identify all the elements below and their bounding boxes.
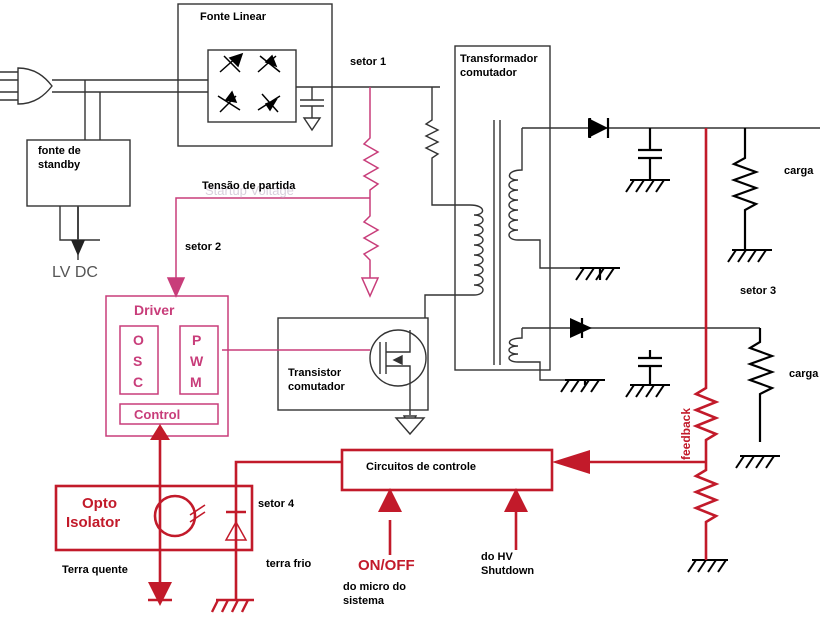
hv-label-2: Shutdown bbox=[481, 565, 534, 577]
control-wiring bbox=[54, 128, 720, 602]
startup-voltage-label: Tensão de partida bbox=[202, 180, 296, 192]
cold-ground bbox=[210, 599, 250, 613]
setor-1-label: setor 1 bbox=[350, 56, 386, 68]
control-arrows bbox=[148, 424, 590, 606]
transistor-label-2: comutador bbox=[288, 381, 346, 393]
control-label: Control bbox=[134, 407, 180, 422]
pwm-m: M bbox=[190, 374, 202, 390]
opto-label-2: Isolator bbox=[66, 514, 120, 531]
grounds bbox=[560, 179, 780, 573]
driver-label: Driver bbox=[134, 302, 175, 318]
pwm-p: P bbox=[192, 332, 201, 348]
transformer-label-1: Transformador bbox=[460, 53, 538, 65]
ghost-startup-text: Startup Voltage bbox=[205, 183, 294, 198]
bridge-diodes bbox=[217, 52, 281, 113]
osc-c: C bbox=[133, 374, 143, 390]
fonte-linear-label: Fonte Linear bbox=[200, 11, 267, 23]
osc-o: O bbox=[133, 332, 144, 348]
micro-label-1: do micro do bbox=[343, 581, 406, 593]
opto-label-1: Opto bbox=[82, 495, 117, 512]
pwm-w: W bbox=[190, 353, 204, 369]
carga-1-label: carga bbox=[784, 165, 814, 177]
standby-label-1: fonte de bbox=[38, 145, 81, 157]
hv-label-1: do HV bbox=[481, 551, 513, 563]
transistor-ground-arrow bbox=[394, 417, 426, 436]
diode-heads bbox=[570, 118, 608, 338]
osc-s: S bbox=[133, 353, 142, 369]
secondary-outputs bbox=[580, 118, 776, 442]
control-circuits-label: Circuitos de controle bbox=[366, 461, 476, 473]
feedback-label: feedback bbox=[679, 408, 693, 460]
hot-ground-label: Terra quente bbox=[62, 564, 128, 576]
lv-dc-label: LV DC bbox=[52, 264, 98, 281]
cold-ground-label: terra frio bbox=[266, 558, 312, 570]
transformer-label-2: comutador bbox=[460, 67, 518, 79]
standby-label-2: standby bbox=[38, 159, 81, 171]
setor-4-label: setor 4 bbox=[258, 498, 295, 510]
transistor-label-1: Transistor bbox=[288, 367, 342, 379]
input-wiring bbox=[0, 3, 820, 381]
setor-2-label: setor 2 bbox=[185, 241, 221, 253]
lv-dc-arrow bbox=[71, 206, 85, 256]
carga-2-label: carga bbox=[789, 368, 819, 380]
setor-3-label: setor 3 bbox=[740, 285, 776, 297]
micro-label-2: sistema bbox=[343, 595, 385, 607]
on-off-label: ON/OFF bbox=[358, 557, 415, 574]
